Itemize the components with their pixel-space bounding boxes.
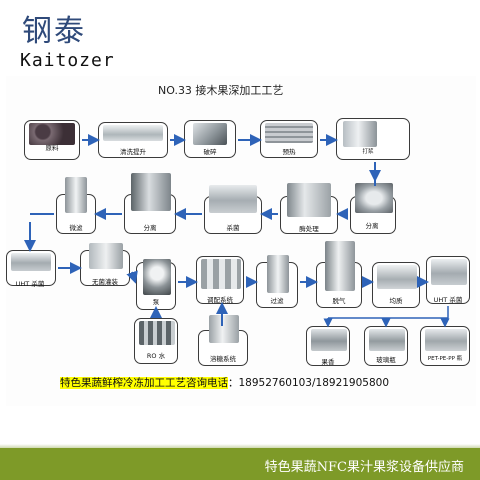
uht-photo-1	[11, 253, 51, 271]
step-filter2	[256, 255, 298, 308]
pump-photo	[143, 259, 171, 295]
step-blend	[196, 256, 244, 304]
brand-logo-en: Kaitozer	[20, 50, 115, 71]
step-steril1	[204, 185, 262, 234]
step-crush-label: 破碎	[203, 148, 217, 156]
step-aseptic-label: 无菌灌装	[92, 278, 118, 286]
microfilter-photo	[65, 177, 87, 213]
diagram-title: NO.33 接木果深加工工艺	[158, 84, 284, 97]
footer-divider	[0, 444, 480, 448]
step-glass-label: 玻璃瓶	[376, 356, 396, 364]
crusher-photo	[193, 123, 227, 145]
step-can	[306, 326, 350, 366]
consult-hotline: 特色果蔬鲜榨冷冻加工工艺咨询电话：18952760103/18921905800	[60, 375, 389, 390]
step-ro	[134, 318, 178, 364]
footer-slogan: 特色果蔬NFC果汁果浆设备供应商	[264, 460, 464, 475]
step-wash-label: 清洗提升	[120, 148, 146, 156]
preheater-photo	[265, 123, 313, 143]
step-sep1-label: 分离	[365, 222, 379, 230]
arrow-aseptic-pump	[126, 270, 138, 284]
footer-banner: 特色果蔬NFC果汁果浆设备供应商	[0, 448, 480, 480]
step-ro-label: RO 水	[146, 352, 166, 360]
step-enzyme-label: 酶处理	[299, 225, 319, 233]
step-wash	[98, 122, 168, 158]
filler-photo	[89, 243, 123, 269]
step-enzyme	[280, 183, 338, 234]
step-sugar	[198, 315, 248, 366]
step-filter1-label: 微滤	[69, 224, 83, 232]
raw-material-photo	[29, 123, 75, 145]
step-degas-label: 脱气	[332, 297, 346, 305]
filter-photo	[267, 255, 289, 293]
step-uht1-label: UHT 杀菌	[15, 280, 45, 288]
deaerator-photo	[325, 241, 355, 291]
step-raw	[24, 120, 80, 160]
step-pet-label: PET-PE-PP 瓶	[427, 356, 463, 362]
step-preheat-label: 预热	[282, 148, 296, 156]
blending-tanks-photo	[201, 259, 241, 289]
hotline-phone: ：18952760103/18921905800	[228, 377, 390, 389]
step-sugar-label: 溶糖系统	[210, 355, 236, 363]
step-pump-label: 泵	[152, 298, 160, 306]
step-uht1	[6, 250, 56, 286]
pulper-photo	[343, 121, 377, 147]
step-preheat	[260, 120, 318, 158]
uht-photo-2	[431, 259, 467, 285]
homogenizer-photo	[377, 265, 417, 289]
step-blend-label: 调配系统	[207, 296, 233, 304]
step-sep2-label: 分离	[143, 224, 157, 232]
pet-bottle-filler-photo	[425, 329, 467, 351]
step-filter2-label: 过滤	[270, 297, 284, 305]
separator-photo-2	[131, 173, 171, 211]
step-sep1	[350, 183, 396, 234]
hotline-label: 特色果蔬鲜榨冷冻加工工艺咨询电话	[60, 377, 228, 389]
step-steril1-label: 杀菌	[226, 224, 240, 232]
ro-water-photo	[139, 321, 175, 345]
step-aseptic	[80, 243, 130, 286]
sugar-tank-photo	[209, 315, 239, 343]
step-filter1	[56, 177, 96, 234]
separator-photo-1	[355, 183, 393, 213]
can-filler-photo	[311, 329, 347, 351]
step-raw-label: 原料	[45, 144, 59, 152]
step-uht2-label: UHT 杀菌	[433, 296, 463, 304]
sterilizer-photo-1	[209, 185, 257, 213]
step-pulp-label: 打浆	[362, 149, 374, 155]
washer-photo	[103, 125, 163, 141]
step-sep2	[124, 173, 176, 234]
step-homog-label: 均质	[389, 297, 403, 305]
brand-logo-cn: 钢泰	[22, 14, 86, 49]
packaging-branch	[328, 306, 449, 319]
step-uht2	[426, 256, 470, 304]
step-glass	[364, 326, 408, 366]
step-pump	[136, 259, 176, 310]
step-can-label: 果香	[321, 358, 335, 366]
glass-bottle-filler-photo	[369, 329, 405, 351]
enzyme-tank-photo	[287, 183, 331, 217]
